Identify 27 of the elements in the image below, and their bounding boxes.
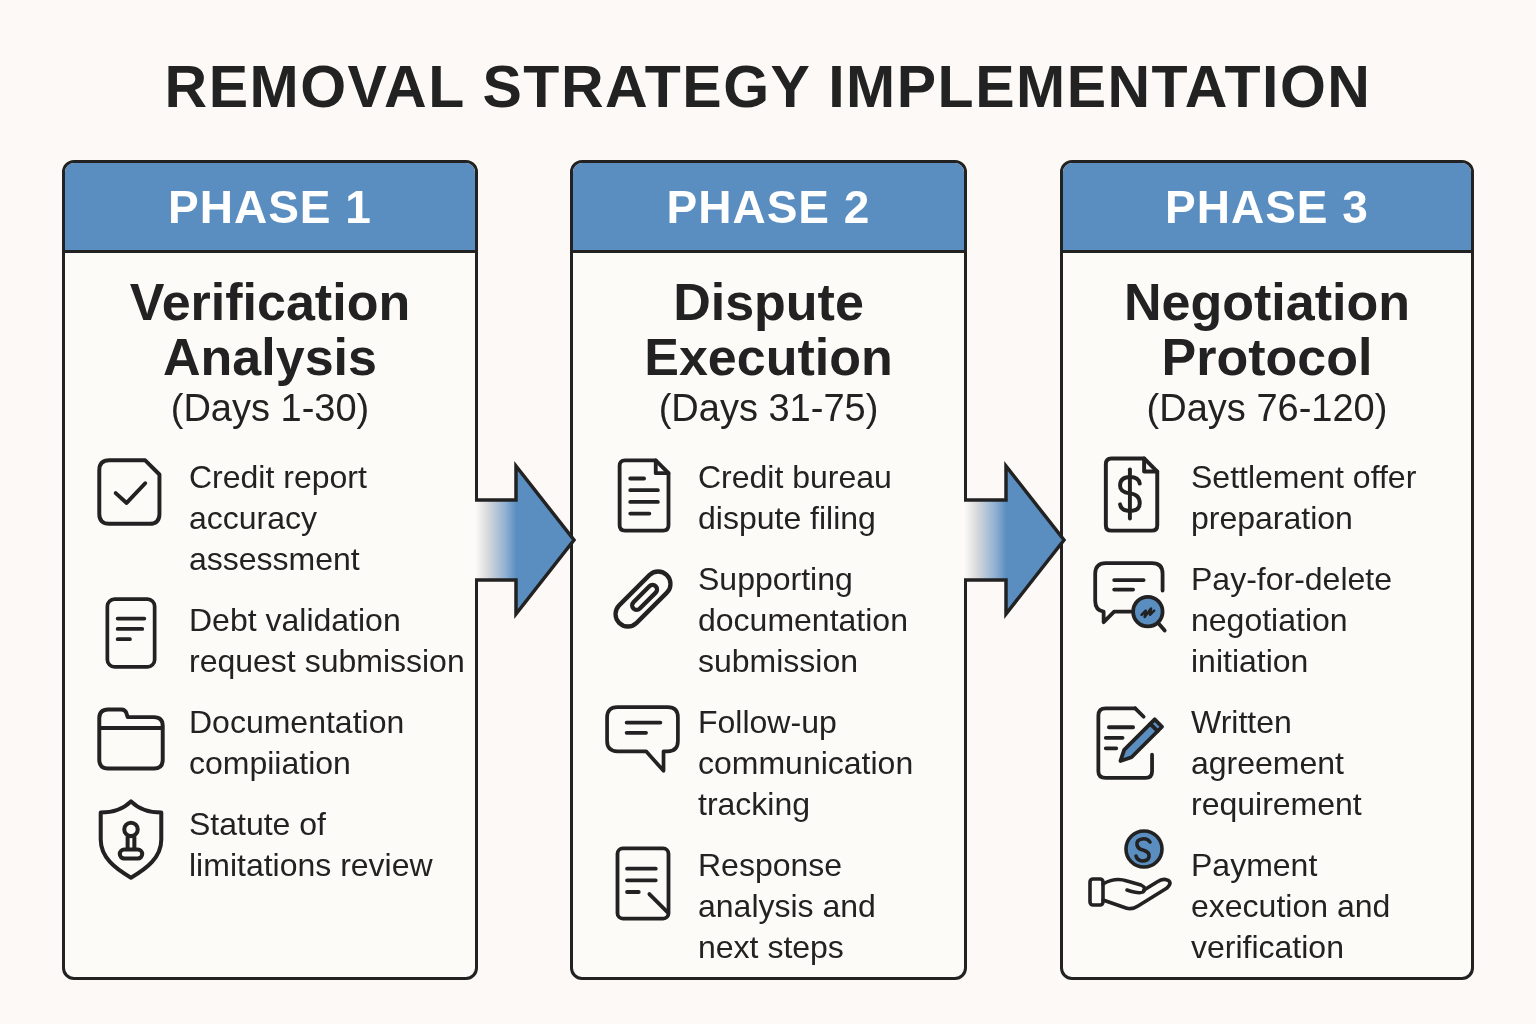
task-text: Documentation compiiation — [189, 703, 406, 783]
phase-header: PHASE 1 — [65, 163, 475, 253]
task-text: Credit report accuracy assessment — [189, 458, 368, 579]
task-text: Supporting documentation submission — [698, 560, 909, 681]
block-arrow — [473, 460, 577, 620]
phase-header: PHASE 3 — [1063, 163, 1471, 253]
phase-duration: (Days 31-75) — [658, 386, 879, 431]
phase-title: Verification Analysis — [128, 275, 412, 385]
task-text: Follow-up communication tracking — [698, 703, 915, 824]
phase-card — [62, 160, 478, 980]
phase-card — [570, 160, 967, 980]
task-text: Settlement offer preparation — [1191, 458, 1418, 538]
phase-card — [1060, 160, 1474, 980]
task-text: Debt validation request submission — [189, 601, 466, 681]
phase-title: Negotiation Protocol — [1123, 275, 1411, 385]
block-arrow — [962, 460, 1067, 620]
task-text: Statute of limitations review — [189, 805, 434, 885]
task-text: Written agreement requirement — [1191, 703, 1363, 824]
phase-title: Dispute Execution — [643, 275, 894, 385]
phase-header: PHASE 2 — [573, 163, 964, 253]
task-text: Pay-for-delete negotiation initiation — [1191, 560, 1393, 681]
task-text: Payment execution and verification — [1191, 846, 1392, 967]
task-text: Response analysis and next steps — [698, 846, 877, 967]
phase-duration: (Days 1-30) — [170, 386, 370, 431]
phase-duration: (Days 76-120) — [1146, 386, 1388, 431]
task-text: Credit bureau dispute filing — [698, 458, 893, 538]
diagram-title: REMOVAL STRATEGY IMPLEMENTATION — [164, 53, 1372, 122]
